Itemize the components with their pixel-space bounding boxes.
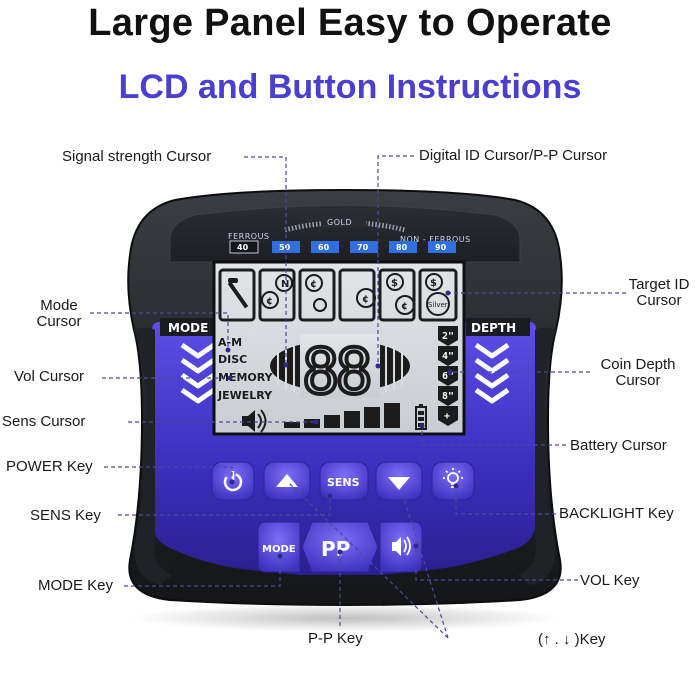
callout-mode-key: MODE Key (38, 577, 114, 594)
depth-value: 8" (442, 391, 454, 402)
depth-value: 6" (442, 371, 454, 382)
lightbulb-icon (443, 468, 463, 488)
callout-battery: Battery Cursor (570, 437, 667, 454)
callout-mode-cursor: Mode Cursor (36, 297, 82, 330)
gold-label: GOLD (327, 218, 352, 227)
main-title: Large Panel Easy to Operate (88, 2, 612, 44)
callout-sens-cursor: Sens Cursor (2, 413, 86, 430)
vol-key[interactable] (379, 521, 423, 573)
callout-leaders (90, 155, 626, 639)
callout-arrow-key: (↑ . ↓ )Key (538, 631, 606, 648)
scale-chip-label: 40 (237, 243, 249, 252)
callout-anchor-dots (225, 290, 459, 559)
depth-value: + (444, 411, 450, 422)
backlight-key[interactable] (431, 461, 475, 501)
target-id-icons (218, 268, 458, 322)
svg-text:¢: ¢ (310, 279, 317, 290)
scale-chip-label: 70 (357, 243, 369, 252)
callout-pp-key: P-P Key (308, 630, 363, 647)
scale-chip-label: 90 (435, 243, 447, 252)
top-bezel (169, 205, 521, 263)
pp-key-label: PP (321, 537, 350, 561)
callout-sens-key: SENS Key (30, 507, 101, 524)
svg-text:N: N (281, 279, 289, 290)
svg-text:¢: ¢ (266, 296, 273, 307)
oval-stripes (277, 342, 403, 392)
volume-icon (392, 536, 411, 556)
coin-symbols: N ¢ ¢ ¢ $ ¢ $ (266, 278, 437, 312)
left-grip (134, 327, 172, 585)
down-arrow-icon (388, 477, 410, 490)
silver-target-label: Silver (428, 301, 448, 309)
down-arrow-key[interactable] (375, 461, 423, 501)
depth-side-tab (466, 318, 530, 336)
mode-memory: MEMORY (218, 371, 274, 384)
callout-vol-key: VOL Key (580, 572, 640, 589)
up-arrow-key[interactable] (263, 461, 311, 501)
mode-side-tab (160, 318, 222, 336)
non-ferrous-label: NON - FERROUS (400, 235, 471, 244)
scale-chip-label: 60 (318, 243, 330, 252)
callout-backlight-key: BACKLIGHT Key (559, 505, 674, 522)
svg-text:¢: ¢ (362, 294, 369, 305)
mode-disc: DISC (218, 353, 247, 366)
left-chevrons (180, 342, 216, 404)
digital-id-display: 88 (302, 335, 369, 408)
volume-speaker-icon (242, 409, 267, 433)
pp-key[interactable]: PP (301, 521, 379, 573)
callout-coin-depth: Coin Depth Cursor (600, 356, 676, 389)
mode-key-label: MODE (262, 544, 296, 555)
up-arrow-icon (276, 474, 298, 487)
right-chevrons (474, 342, 510, 404)
mode-jewelry: JEWELRY (217, 389, 273, 402)
scale-chip-label: 80 (396, 243, 408, 252)
mode-side-label: MODE (168, 321, 208, 335)
depth-side-label: DEPTH (471, 321, 516, 335)
callout-signal-strength: Signal strength Cursor (62, 148, 212, 165)
callout-target-id: Target ID Cursor (628, 276, 690, 309)
subtitle: LCD and Button Instructions (118, 68, 582, 106)
right-grip (518, 327, 556, 585)
sens-key[interactable]: SENS (319, 461, 369, 501)
depth-value: 2" (442, 331, 454, 342)
svg-text:$: $ (430, 278, 437, 289)
callout-power-key: POWER Key (6, 458, 93, 475)
sens-key-label: SENS (327, 476, 360, 489)
ferrous-label: FERROUS (228, 232, 270, 241)
callout-vol-cursor: Vol Cursor (14, 368, 85, 385)
coin-icons (261, 273, 450, 316)
mode-am: A-M (218, 336, 242, 349)
nail-icon (227, 278, 249, 309)
scale-chip-label: 50 (279, 243, 291, 252)
depth-value: 4" (442, 351, 454, 362)
sens-level-bars (284, 403, 400, 428)
scale-chips: 40 50 60 70 80 90 (229, 240, 456, 254)
mode-list: A-M DISC MEMORY JEWELRY (217, 336, 274, 402)
mode-key[interactable]: MODE (257, 521, 301, 573)
callout-digital-id: Digital ID Cursor/P-P Cursor (419, 147, 608, 164)
svg-text:¢: ¢ (401, 301, 408, 312)
depth-indicator: 2" 4" 6" 8" + (438, 326, 458, 426)
svg-text:$: $ (391, 278, 398, 289)
